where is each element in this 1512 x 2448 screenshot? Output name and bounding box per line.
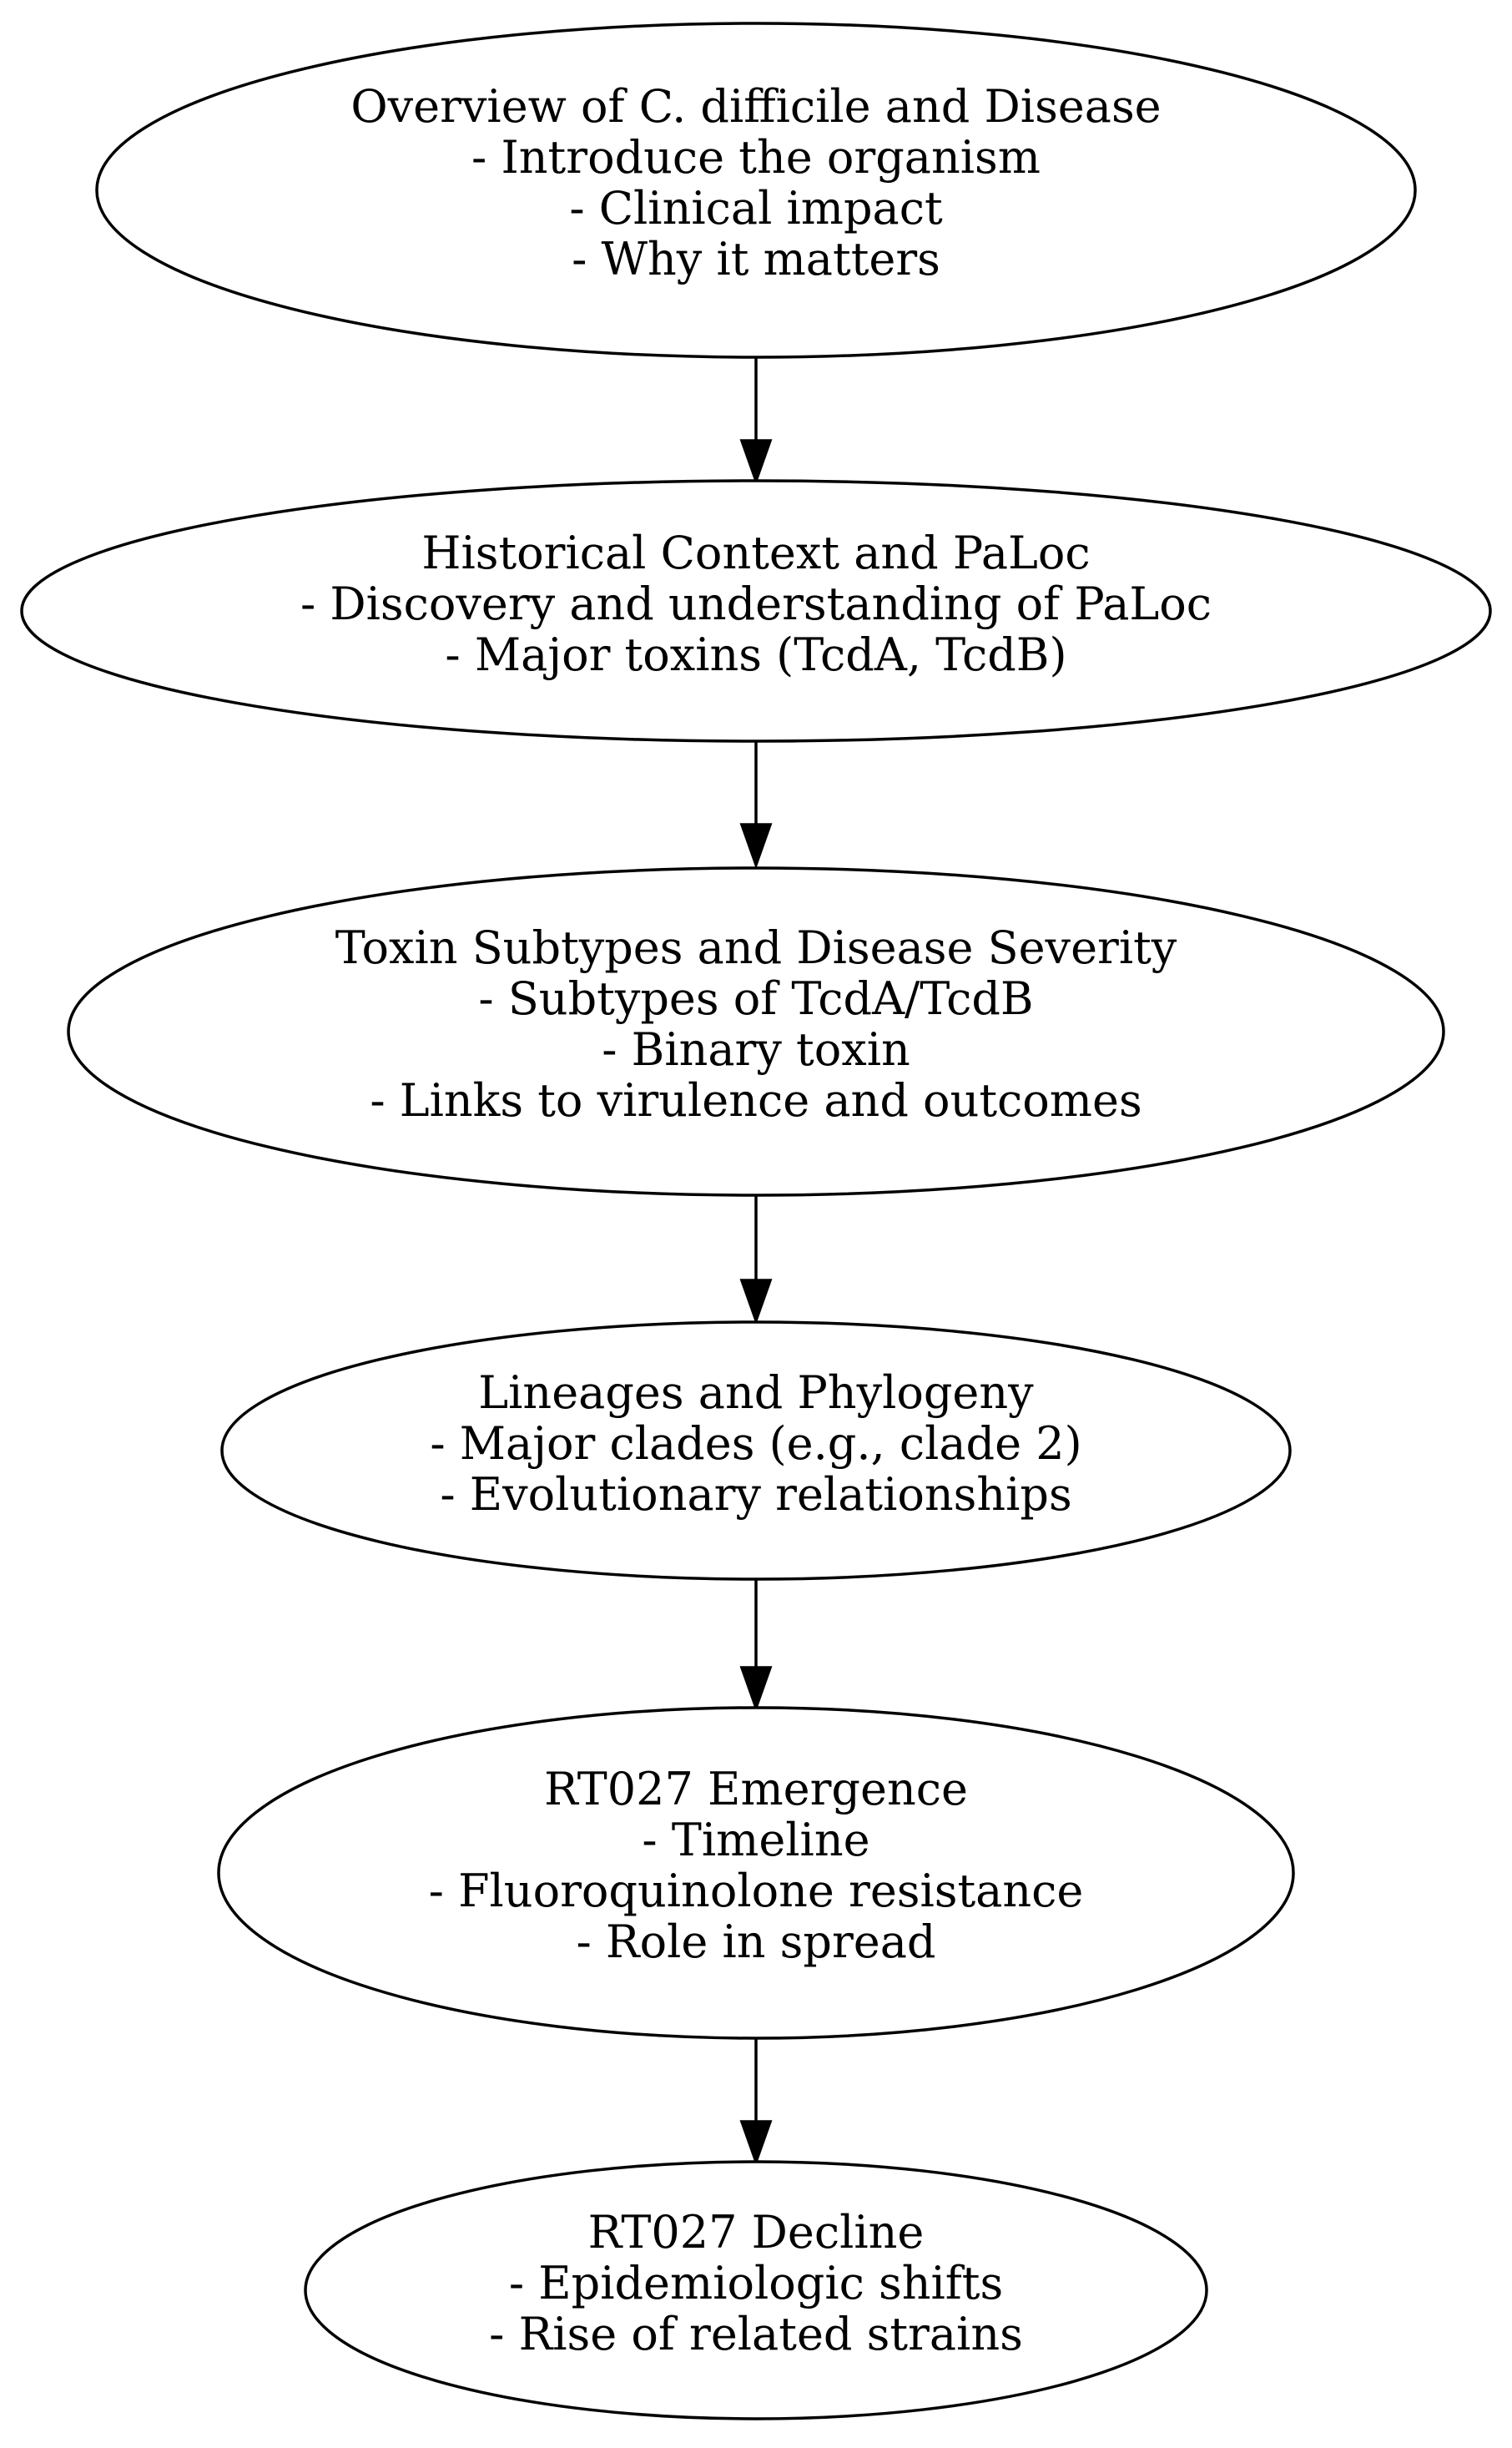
node-historical: Historical Context and PaLoc - Discovery… bbox=[20, 479, 1492, 743]
edge-rt027-emergence-to-rt027-decline bbox=[739, 2038, 773, 2167]
node-toxin-subtypes: Toxin Subtypes and Disease Severity - Su… bbox=[67, 866, 1445, 1197]
edge-historical-to-toxin-subtypes bbox=[739, 741, 773, 870]
node-rt027-decline: RT027 Decline - Epidemiologic shifts - R… bbox=[304, 2160, 1208, 2420]
node-historical-bullet-1: - Discovery and understanding of PaLoc bbox=[300, 578, 1212, 630]
node-overview-title: Overview of C. difficile and Disease bbox=[350, 80, 1161, 133]
node-historical-title: Historical Context and PaLoc bbox=[421, 527, 1090, 579]
edge-lineages-to-rt027-emergence bbox=[739, 1579, 773, 1713]
edge-overview-to-historical bbox=[739, 357, 773, 486]
node-rt027-emergence-title: RT027 Emergence bbox=[544, 1763, 968, 1815]
node-lineages-bullet-1: - Major clades (e.g., clade 2) bbox=[430, 1417, 1081, 1470]
node-rt027-emergence-bullet-1: - Timeline bbox=[642, 1814, 869, 1866]
node-rt027-emergence-bullet-2: - Fluoroquinolone resistance bbox=[429, 1865, 1084, 1917]
node-rt027-decline-bullet-1: - Epidemiologic shifts bbox=[509, 2257, 1003, 2309]
node-toxin-subtypes-title: Toxin Subtypes and Disease Severity bbox=[335, 921, 1177, 974]
edges bbox=[739, 357, 773, 2167]
node-historical-bullet-2: - Major toxins (TcdA, TcdB) bbox=[445, 628, 1066, 681]
node-toxin-subtypes-bullet-1: - Subtypes of TcdA/TcdB bbox=[478, 972, 1033, 1025]
node-overview-bullet-2: - Clinical impact bbox=[569, 182, 943, 235]
node-toxin-subtypes-bullet-3: - Links to virulence and outcomes bbox=[370, 1074, 1142, 1127]
node-lineages-bullet-2: - Evolutionary relationships bbox=[440, 1468, 1071, 1521]
node-lineages: Lineages and Phylogeny - Major clades (e… bbox=[220, 1320, 1292, 1581]
node-overview-bullet-3: - Why it matters bbox=[572, 233, 940, 285]
node-overview-bullet-1: - Introduce the organism bbox=[471, 131, 1041, 184]
node-rt027-emergence: RT027 Emergence - Timeline - Fluoroquino… bbox=[217, 1706, 1295, 2040]
node-rt027-decline-title: RT027 Decline bbox=[588, 2206, 925, 2259]
node-overview: Overview of C. difficile and Disease - I… bbox=[95, 22, 1417, 359]
nodes: Overview of C. difficile and Disease - I… bbox=[20, 22, 1492, 2420]
edge-toxin-subtypes-to-lineages bbox=[739, 1195, 773, 1325]
node-rt027-decline-bullet-2: - Rise of related strains bbox=[489, 2308, 1023, 2360]
node-rt027-emergence-bullet-3: - Role in spread bbox=[577, 1915, 936, 1968]
node-toxin-subtypes-bullet-2: - Binary toxin bbox=[602, 1023, 910, 1076]
node-lineages-title: Lineages and Phylogeny bbox=[478, 1366, 1034, 1419]
